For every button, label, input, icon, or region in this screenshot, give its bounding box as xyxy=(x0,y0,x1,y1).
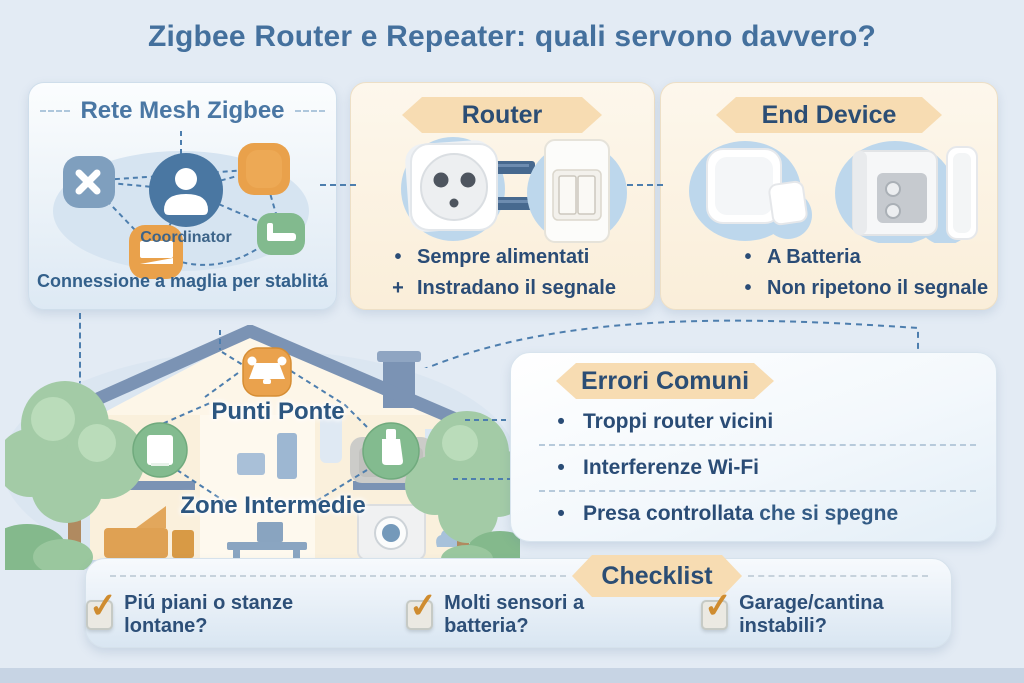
zone-right-badge xyxy=(362,422,420,480)
error-item-3: • Presa controllata che si spegne xyxy=(555,499,976,529)
router-bullet-2: + Instradano il segnale xyxy=(391,274,616,303)
bed-icon xyxy=(267,223,296,241)
checklist-dash-right xyxy=(748,575,928,577)
coffee-table xyxy=(227,522,307,562)
error-text: Presa controllata che si spegne xyxy=(583,502,899,525)
dashed-separator xyxy=(539,444,976,446)
header-dash-left xyxy=(40,110,71,112)
error-text: Troppi router vicini xyxy=(583,410,774,433)
checklist-label: Molti sensori a batteria? xyxy=(444,592,585,637)
error-item-2: • Interferenze Wi-Fi xyxy=(555,453,976,483)
router-bullet-list: • Sempre alimentati + Instradano il segn… xyxy=(391,243,616,303)
checklist-panel: Checklist ✓ Piú piani o stanze lontane? … xyxy=(85,558,952,648)
checklist-item-1: ✓ Piú piani o stanze lontane? xyxy=(86,586,354,638)
house-cross-section-illustration xyxy=(5,325,520,570)
bullet-marker: • xyxy=(394,246,402,268)
person-icon xyxy=(164,168,208,215)
bridge-point-badge xyxy=(242,347,292,397)
bulb-node xyxy=(238,143,290,195)
router-panel-banner: Router xyxy=(402,97,602,133)
bed-node xyxy=(257,213,305,255)
end-bullet-2: • Non ripetono il segnale xyxy=(741,274,988,303)
mesh-network-diagram xyxy=(53,131,309,279)
connector-mesh-house xyxy=(79,313,81,397)
mesh-panel-title: Rete Mesh Zigbee xyxy=(80,97,285,124)
mesh-network-panel: Rete Mesh Zigbee Coordinator Connessione… xyxy=(28,82,337,310)
intermediate-zones-label: Zone Intermedie xyxy=(180,492,366,519)
offline-node xyxy=(63,156,115,208)
checklist-banner: Checklist xyxy=(572,555,742,597)
check-icon: ✓ xyxy=(407,586,439,626)
error-item-1: • Troppi router vicini xyxy=(555,407,976,437)
checklist-item-3: ✓ Garage/cantina instabili? xyxy=(700,586,951,638)
end-device-bullet-list: • A Batteria • Non ripetono il segnale xyxy=(741,243,988,303)
switch-panel-icon xyxy=(140,241,173,264)
checklist-label: Piú piani o stanze lontane? xyxy=(124,592,294,637)
zone-left-badge xyxy=(132,422,188,478)
checklist-label: Garage/cantina instabili? xyxy=(739,592,884,637)
connector-house-errors-curve xyxy=(424,319,919,368)
bullet-marker: • xyxy=(557,502,565,525)
router-bullet-1: • Sempre alimentati xyxy=(391,243,616,272)
bridge-points-label: Punti Ponte xyxy=(211,398,345,425)
bullet-text: Instradano il segnale xyxy=(417,277,616,299)
check-icon: ✓ xyxy=(87,586,119,626)
hall-device xyxy=(237,453,265,475)
left-tree xyxy=(5,381,145,560)
checklist-dash-left xyxy=(110,575,566,577)
bullet-text: Sempre alimentati xyxy=(417,246,590,268)
checkbox: ✓ xyxy=(700,586,734,630)
router-devices-illustration xyxy=(401,137,627,243)
roof xyxy=(52,325,470,430)
bottle-icon xyxy=(382,429,403,465)
bullet-marker: + xyxy=(392,277,404,299)
end-devices-illustration xyxy=(689,141,978,243)
connector-mesh-router xyxy=(320,184,356,186)
end-device-panel: End Device • A B xyxy=(660,82,998,310)
smart-button-icon xyxy=(706,148,808,226)
end-bullet-1: • A Batteria xyxy=(741,243,988,272)
x-mark-icon xyxy=(75,169,101,195)
end-device-panel-banner: End Device xyxy=(716,97,942,133)
vase xyxy=(320,405,342,463)
router-panel: Router xyxy=(350,82,655,310)
mesh-panel-header: Rete Mesh Zigbee xyxy=(29,97,336,125)
lamp-icon xyxy=(247,356,287,384)
washing-machine xyxy=(357,504,459,561)
checkbox: ✓ xyxy=(86,586,119,630)
bullet-marker: • xyxy=(557,410,565,433)
tablet-icon xyxy=(147,435,173,466)
wall-switch-icon xyxy=(544,139,610,243)
bullet-marker: • xyxy=(557,456,565,479)
checklist-item-2: ✓ Molti sensori a batteria? xyxy=(405,586,649,638)
bullet-marker: • xyxy=(744,277,752,299)
bottom-ground-strip xyxy=(0,668,1024,683)
page-title: Zigbee Router e Repeater: quali servono … xyxy=(147,20,877,53)
checkbox: ✓ xyxy=(405,586,439,630)
smart-plug-icon xyxy=(405,140,535,232)
connector-router-end xyxy=(627,184,663,186)
mesh-caption: Connessione a maglia per stablitá xyxy=(36,271,329,291)
error-text: Interferenze Wi-Fi xyxy=(583,456,759,479)
header-dash-right xyxy=(294,110,325,112)
common-errors-panel: Errori Comuni • Troppi router vicini • I… xyxy=(510,352,997,542)
coordinator-label: Coordinator xyxy=(140,229,232,246)
check-icon: ✓ xyxy=(702,586,734,626)
errors-panel-banner: Errori Comuni xyxy=(556,363,774,399)
house-dashed-links xyxy=(154,330,520,506)
dashed-separator xyxy=(539,490,976,492)
door-sensor-icon xyxy=(852,146,978,240)
sofa xyxy=(104,506,194,558)
hall-monitor xyxy=(277,433,297,479)
bullet-text: Non ripetono il segnale xyxy=(767,277,989,299)
coordinator-node xyxy=(149,153,223,227)
right-tree xyxy=(405,411,520,560)
errors-list: • Troppi router vicini • Interferenze Wi… xyxy=(539,407,976,529)
checklist-items: ✓ Piú piani o stanze lontane? ✓ Molti se… xyxy=(86,586,951,639)
bullet-text: A Batteria xyxy=(767,246,861,268)
bulb-tile-icon xyxy=(246,150,282,188)
bullet-marker: • xyxy=(744,246,752,268)
panel-node xyxy=(129,225,183,279)
